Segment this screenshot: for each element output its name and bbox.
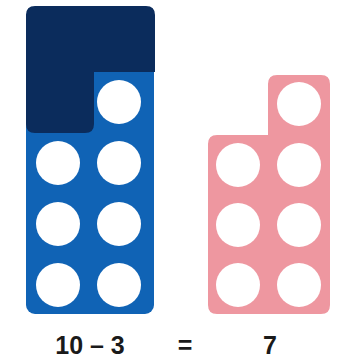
seven-holes xyxy=(216,82,321,307)
three-cover xyxy=(26,6,155,133)
seven-piece xyxy=(208,75,330,314)
equation-left: 10 – 3 xyxy=(55,333,125,358)
equals-sign: = xyxy=(178,333,193,358)
equation-result: 7 xyxy=(263,333,277,358)
